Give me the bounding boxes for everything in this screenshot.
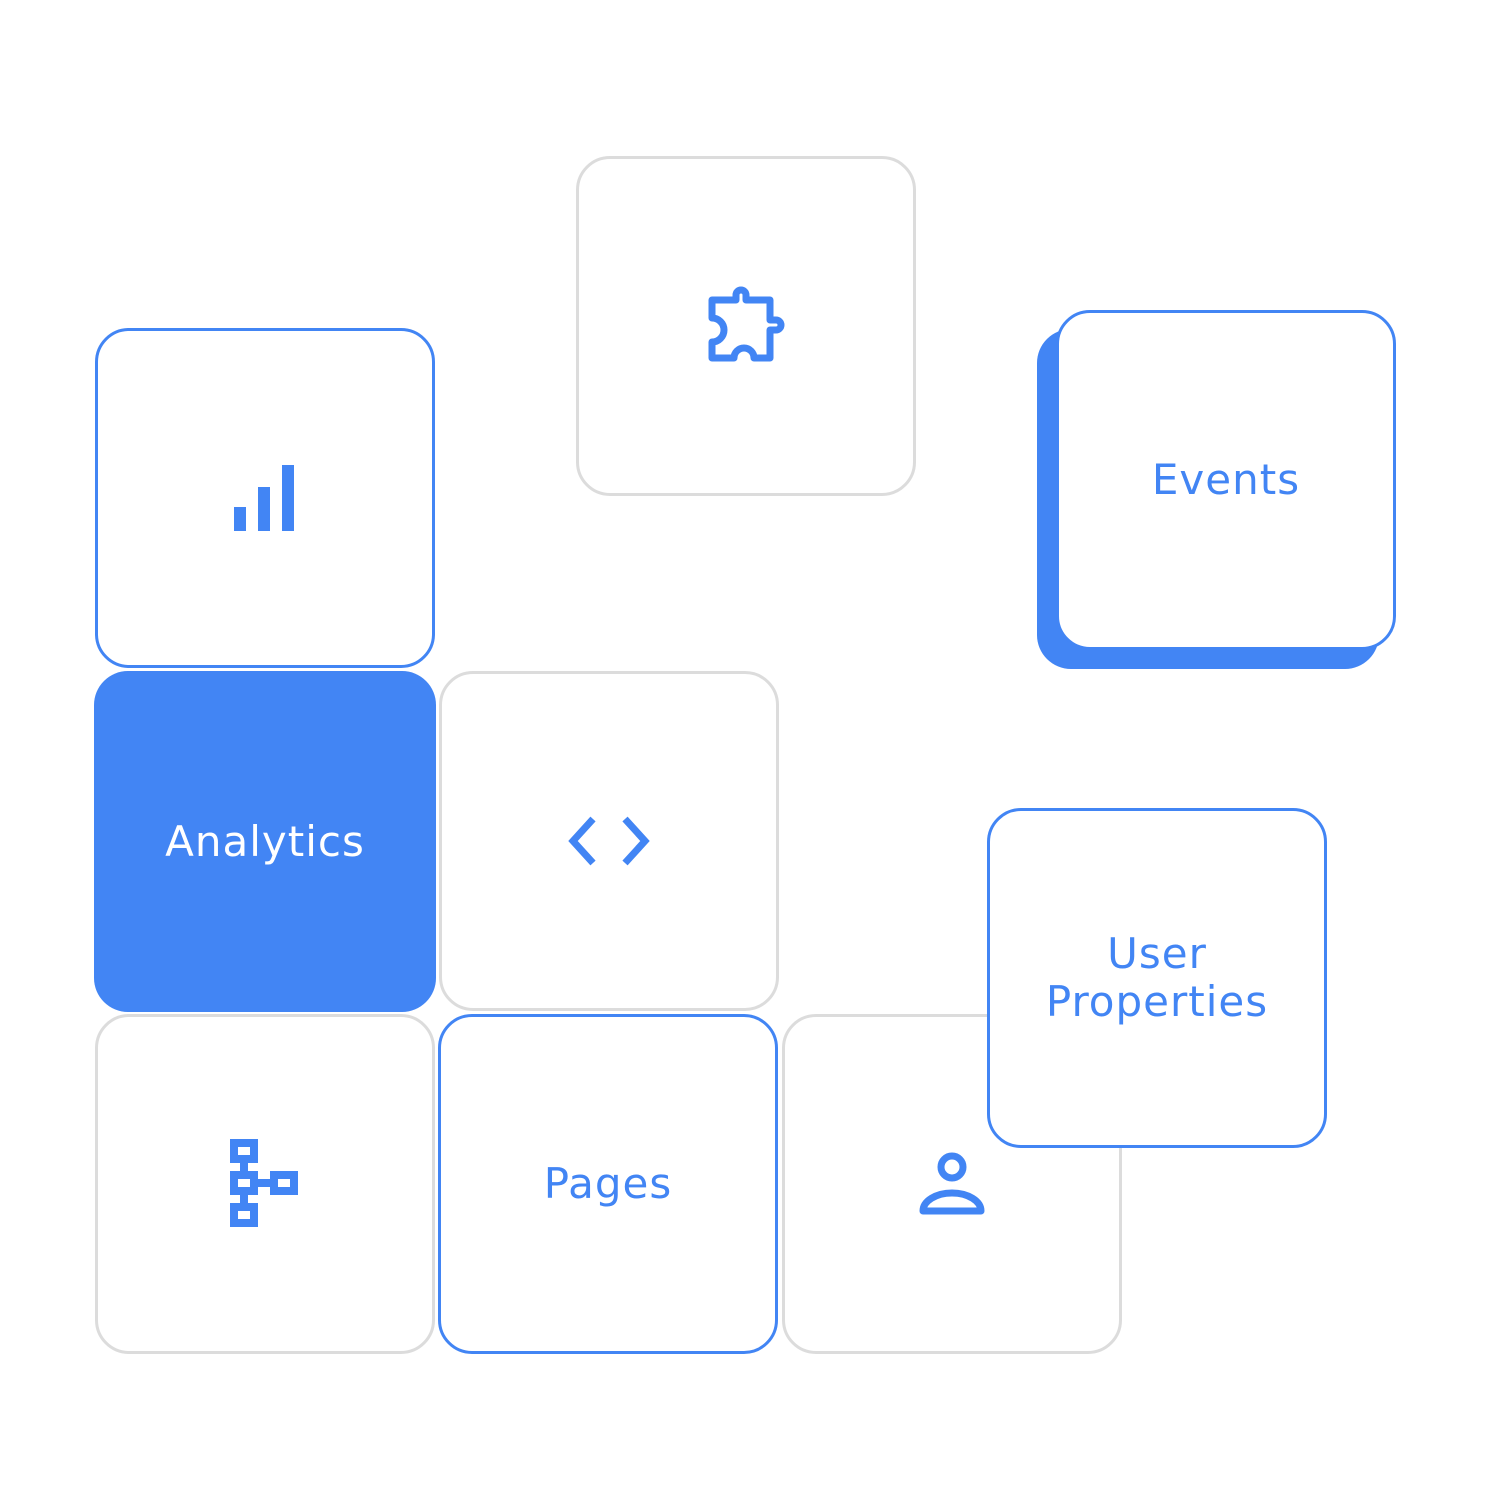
events-tile[interactable]: Events — [1056, 310, 1396, 650]
user-properties-line-1: User — [1107, 929, 1207, 978]
puzzle-icon — [706, 286, 786, 366]
analytics-icon-tile[interactable] — [95, 328, 435, 668]
person-icon — [919, 1151, 985, 1217]
user-properties-line-2: Properties — [1045, 977, 1269, 1026]
pages-label: Pages — [543, 1159, 673, 1208]
analytics-label: Analytics — [165, 816, 365, 866]
hierarchy-icon — [230, 1139, 300, 1229]
analytics-tile[interactable]: Analytics — [94, 671, 436, 1012]
code-tile[interactable] — [439, 671, 779, 1011]
extensions-tile[interactable] — [576, 156, 916, 496]
bar-chart-icon — [234, 465, 296, 531]
hierarchy-tile[interactable] — [95, 1014, 435, 1354]
code-icon — [567, 815, 651, 867]
events-label: Events — [1151, 455, 1301, 504]
pages-tile[interactable]: Pages — [438, 1014, 778, 1354]
user-properties-label: User Properties — [1046, 930, 1268, 1026]
user-properties-tile[interactable]: User Properties — [987, 808, 1327, 1148]
